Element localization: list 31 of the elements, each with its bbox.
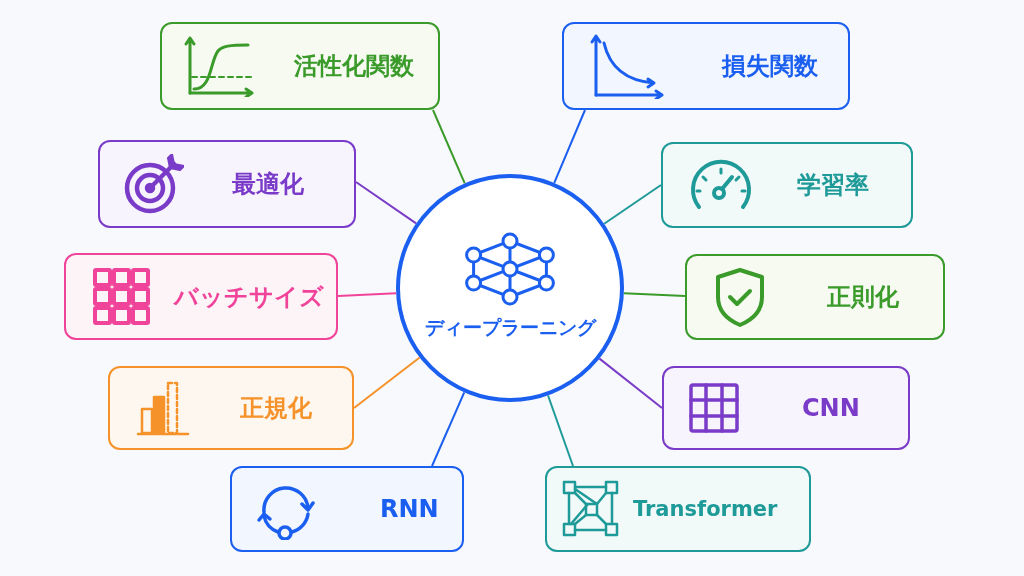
connector-line — [355, 181, 418, 225]
connector-line — [432, 109, 466, 185]
concept-label: バッチサイズ — [174, 281, 324, 313]
concept-card — [685, 254, 945, 340]
concept-label: 最適化 — [232, 169, 304, 200]
concept-label: 損失関数 — [722, 51, 818, 82]
concept-card — [108, 366, 354, 450]
concept-label: 学習率 — [797, 170, 869, 201]
connector-line — [598, 357, 663, 409]
concept-card — [160, 22, 440, 110]
connector-line — [431, 391, 466, 467]
concept-label: Transformer — [633, 497, 778, 521]
concept-label: RNN — [380, 495, 439, 523]
connector-line — [337, 292, 398, 297]
concept-label: 正規化 — [240, 393, 312, 424]
concept-card — [661, 142, 913, 228]
connector-line — [553, 109, 586, 184]
concept-label: 活性化関数 — [294, 51, 414, 82]
connector-line — [547, 394, 574, 467]
concept-label: 正則化 — [827, 282, 899, 313]
topic-label: ディープラーニング — [424, 315, 596, 340]
concept-label: CNN — [802, 394, 860, 422]
connector-line — [622, 292, 686, 297]
concept-card — [662, 366, 910, 450]
connector-line — [353, 356, 421, 409]
concept-card — [98, 140, 356, 228]
concept-card — [64, 253, 338, 340]
concept-card — [562, 22, 850, 110]
connector-line — [603, 184, 662, 225]
concept-card — [230, 466, 464, 552]
concept-card — [545, 466, 811, 552]
